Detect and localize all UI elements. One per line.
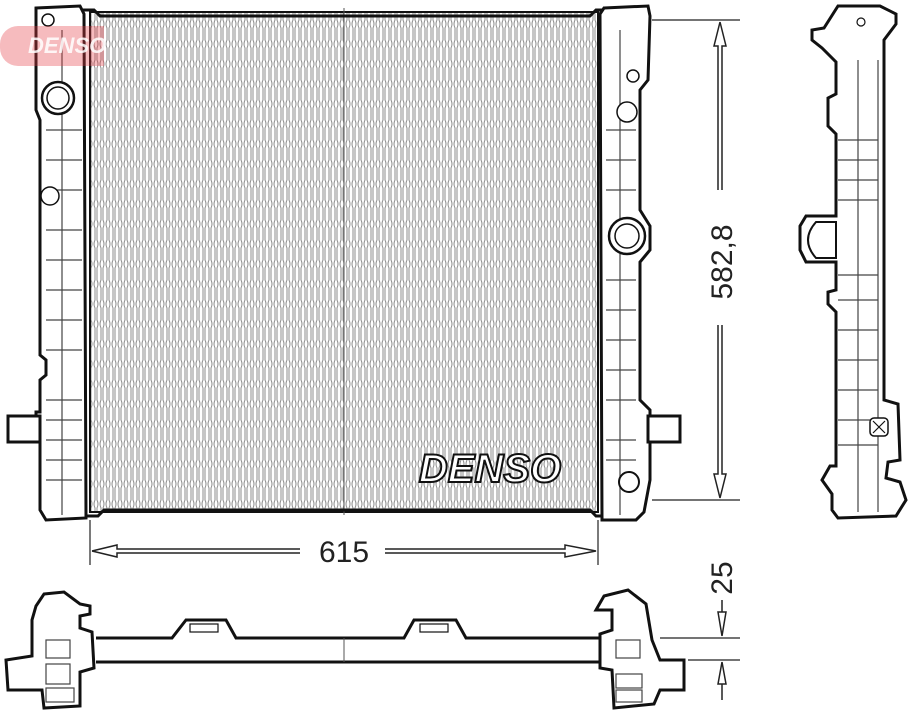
height-dimension: 582,8: [652, 19, 740, 501]
width-dimension: 615: [89, 520, 599, 569]
height-value: 582,8: [706, 224, 739, 299]
right-tank: [598, 4, 682, 522]
front-view: DENSO: [6, 4, 682, 522]
side-view: [798, 4, 908, 520]
width-value: 615: [319, 536, 369, 569]
top-view: [4, 588, 686, 710]
denso-logo: DENSO: [419, 447, 561, 491]
thickness-dimension: 25: [660, 561, 740, 700]
thickness-value: 25: [706, 561, 739, 594]
denso-watermark: DENSO: [0, 26, 106, 66]
left-tank: [6, 4, 88, 522]
